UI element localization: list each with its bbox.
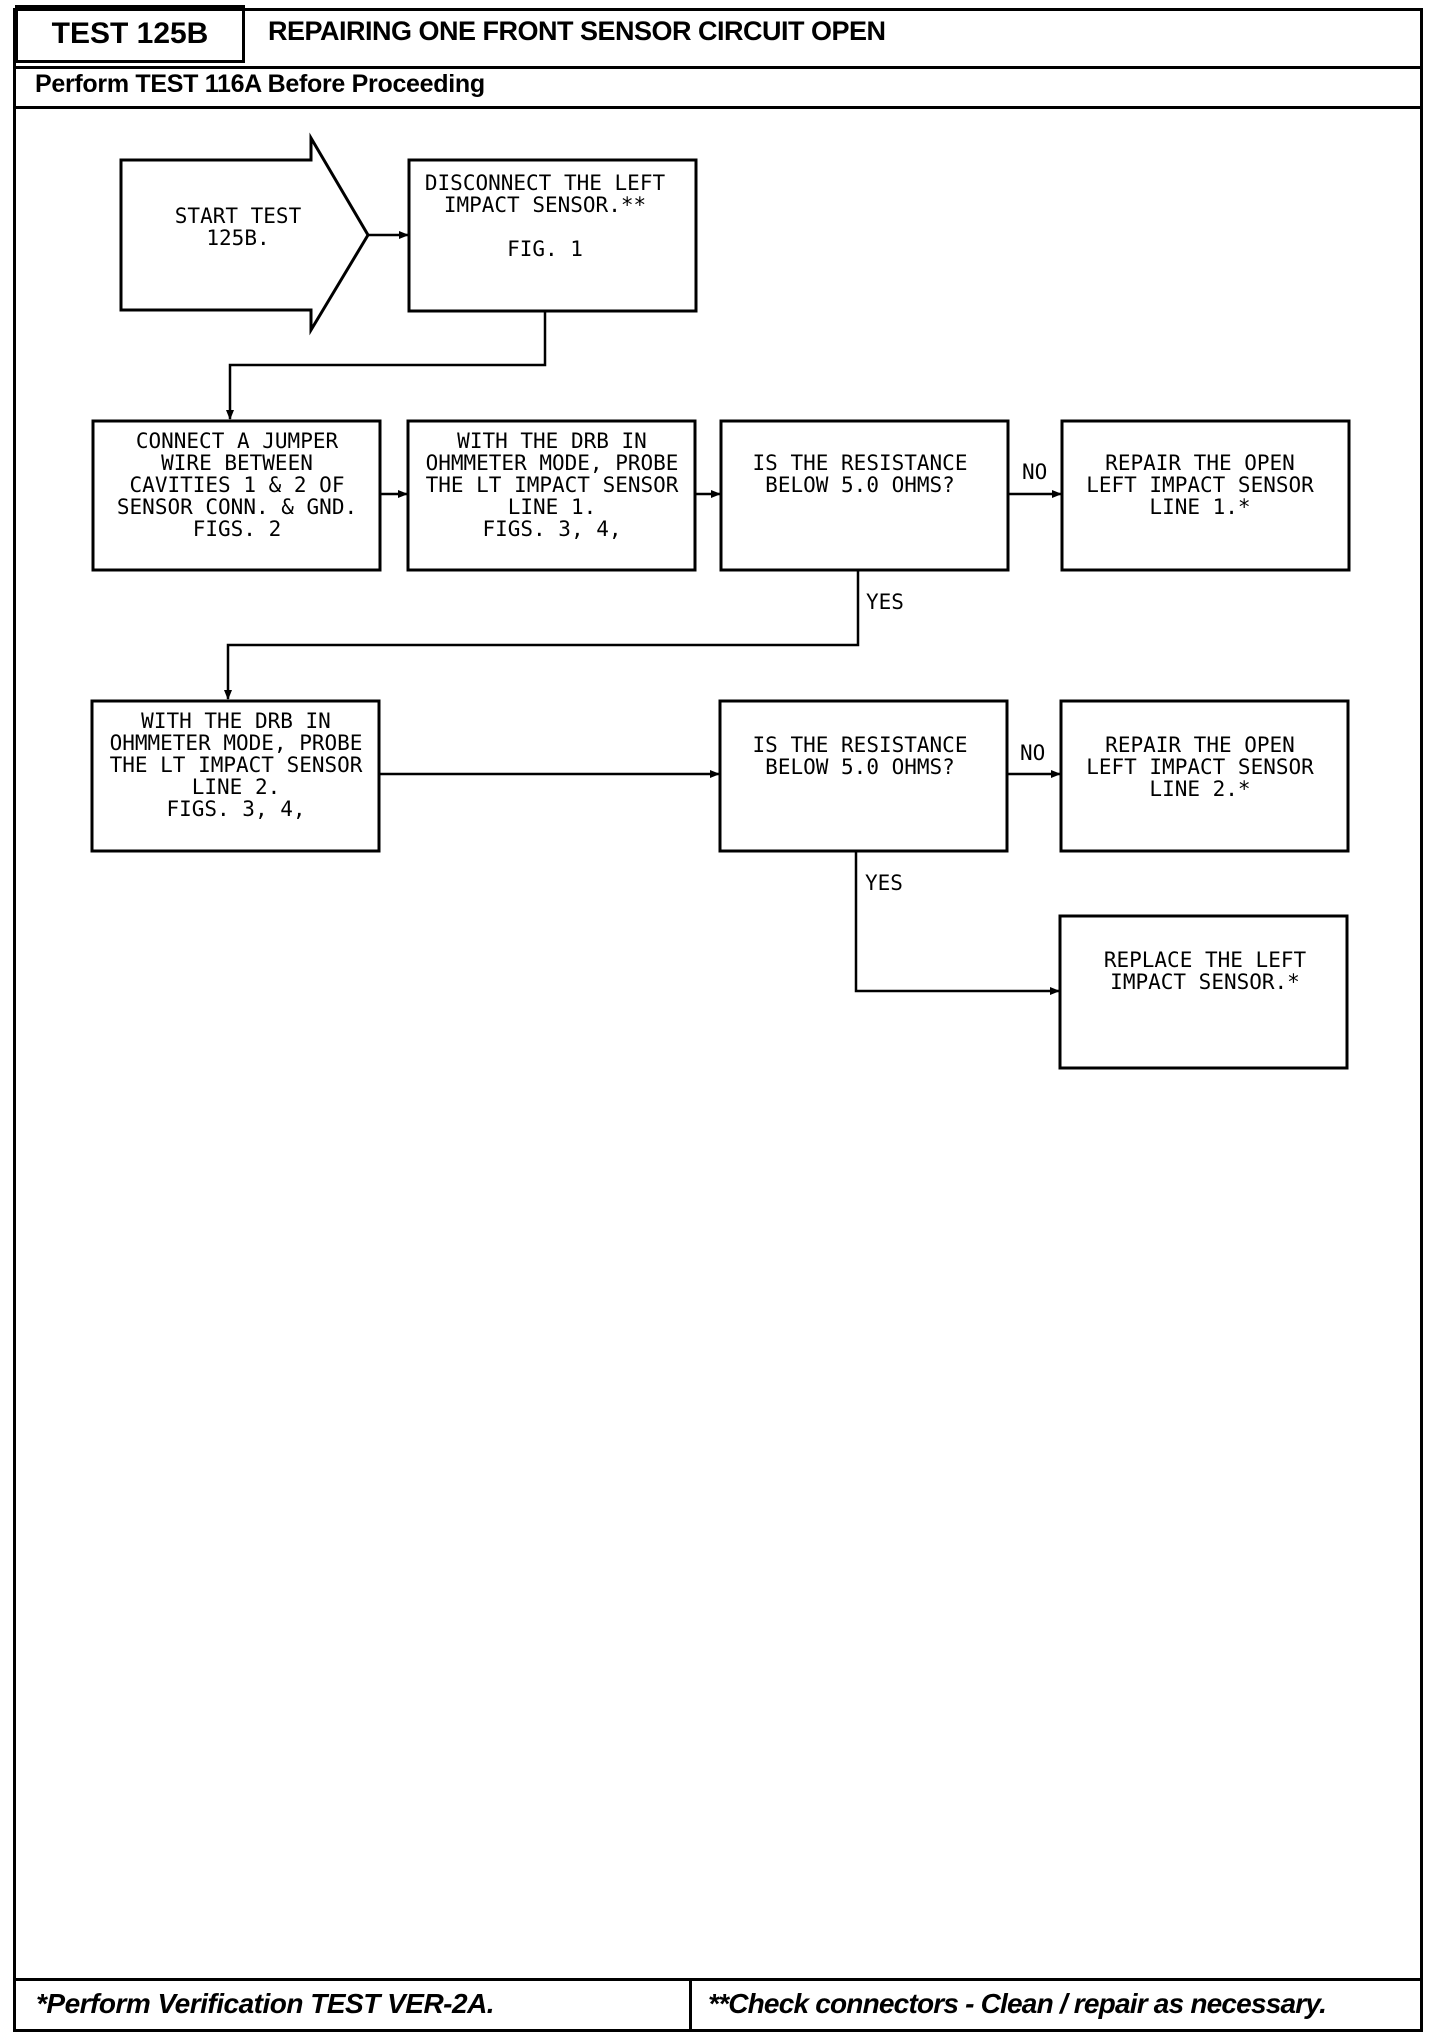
test-id-box: TEST 125B bbox=[15, 5, 245, 63]
box-text-line: START TEST bbox=[175, 204, 302, 228]
header-divider bbox=[13, 106, 1423, 109]
connector-disconnect-to-jumper bbox=[226, 311, 547, 420]
disconnect-box bbox=[407, 158, 698, 313]
box-text-line: SENSOR CONN. & GND. bbox=[117, 495, 357, 519]
box-text-line: IMPACT SENSOR.* bbox=[1110, 970, 1300, 994]
repair-line1-box bbox=[1060, 419, 1351, 572]
box-text-line: IS THE RESISTANCE bbox=[753, 733, 968, 757]
box-text-line: LINE 1.* bbox=[1149, 495, 1250, 519]
box-text-line: CAVITIES 1 & 2 OF bbox=[130, 473, 345, 497]
yes-label-2: YES bbox=[865, 871, 903, 895]
no-label-1: NO bbox=[1022, 460, 1047, 484]
box-text-line: FIG. 1 bbox=[507, 237, 583, 261]
box-text-line: BELOW 5.0 OHMS? bbox=[765, 755, 955, 779]
box-text-line: REPAIR THE OPEN bbox=[1105, 733, 1295, 757]
box-text-line: LINE 2. bbox=[192, 775, 281, 799]
no-label-2: NO bbox=[1020, 741, 1045, 765]
probe-line2-box bbox=[90, 699, 381, 853]
box-text-line: REPLACE THE LEFT bbox=[1104, 948, 1307, 972]
probe-line1-box bbox=[406, 419, 697, 572]
box-text-line: LINE 1. bbox=[508, 495, 597, 519]
test-title: REPAIRING ONE FRONT SENSOR CIRCUIT OPEN bbox=[268, 16, 886, 46]
box-text-line: WITH THE DRB IN bbox=[141, 709, 331, 733]
box-text-line: THE LT IMPACT SENSOR bbox=[110, 753, 363, 777]
box-text-line: 125B. bbox=[206, 226, 269, 250]
box-text-line: WIRE BETWEEN bbox=[161, 451, 313, 475]
replace-sensor-box bbox=[1058, 914, 1349, 1070]
box-text-line: OHMMETER MODE, PROBE bbox=[426, 451, 679, 475]
box-text-line: WITH THE DRB IN bbox=[457, 429, 647, 453]
yes-label-1: YES bbox=[866, 590, 904, 614]
question1-box bbox=[719, 419, 1010, 572]
connector-question2-yes bbox=[854, 851, 1060, 995]
box-text-line: FIGS. 3, 4, bbox=[166, 797, 305, 821]
box-text-line: OHMMETER MODE, PROBE bbox=[110, 731, 363, 755]
page-frame bbox=[13, 8, 1423, 2032]
box-text-line: LEFT IMPACT SENSOR bbox=[1086, 755, 1314, 779]
header-row bbox=[13, 8, 1423, 69]
prerequisite-note: Perform TEST 116A Before Proceeding bbox=[35, 70, 485, 98]
connect-jumper-box bbox=[91, 419, 382, 572]
footer-divider bbox=[13, 1978, 1423, 1981]
connector-question1-yes bbox=[224, 570, 860, 700]
box-text-line: BELOW 5.0 OHMS? bbox=[765, 473, 955, 497]
box-text-line: FIGS. 3, 4, bbox=[482, 517, 621, 541]
box-text-line: DISCONNECT THE LEFT bbox=[425, 171, 666, 195]
box-text-line: IS THE RESISTANCE bbox=[753, 451, 968, 475]
footer-note-right: **Check connectors - Clean / repair as n… bbox=[708, 1988, 1327, 2019]
box-text-line: FIGS. 2 bbox=[193, 517, 282, 541]
test-id: TEST 125B bbox=[51, 17, 209, 50]
footer-column-divider bbox=[689, 1978, 692, 2032]
box-text-line: LINE 2.* bbox=[1149, 777, 1250, 801]
box-text-line: REPAIR THE OPEN bbox=[1105, 451, 1295, 475]
box-text-line: LEFT IMPACT SENSOR bbox=[1086, 473, 1314, 497]
question2-box bbox=[718, 699, 1009, 853]
box-text-line: IMPACT SENSOR.** bbox=[444, 193, 646, 217]
box-text-line: CONNECT A JUMPER bbox=[136, 429, 339, 453]
repair-line2-box bbox=[1059, 699, 1350, 853]
footer-note-left: *Perform Verification TEST VER-2A. bbox=[36, 1988, 495, 2019]
box-text-line: THE LT IMPACT SENSOR bbox=[426, 473, 679, 497]
start-arrow-shape bbox=[119, 132, 370, 336]
